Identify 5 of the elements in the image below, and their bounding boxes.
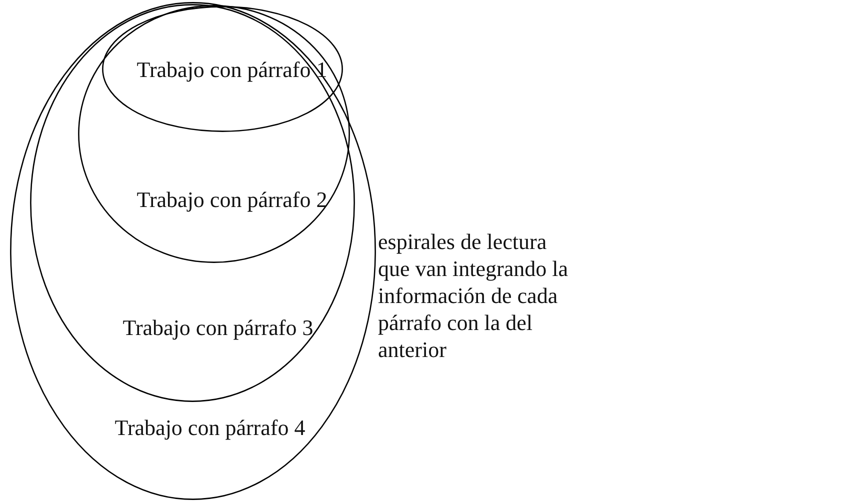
node-label: Trabajo con párrafo 1 [136,57,328,83]
node-label: Trabajo con párrafo 4 [114,415,306,441]
annotation-text: espirales de lectura que van integrando la información de cada párrafo con la del anterior [378,228,569,363]
node-label: Trabajo con párrafo 2 [136,187,328,213]
node-label: Trabajo con párrafo 3 [122,315,314,341]
